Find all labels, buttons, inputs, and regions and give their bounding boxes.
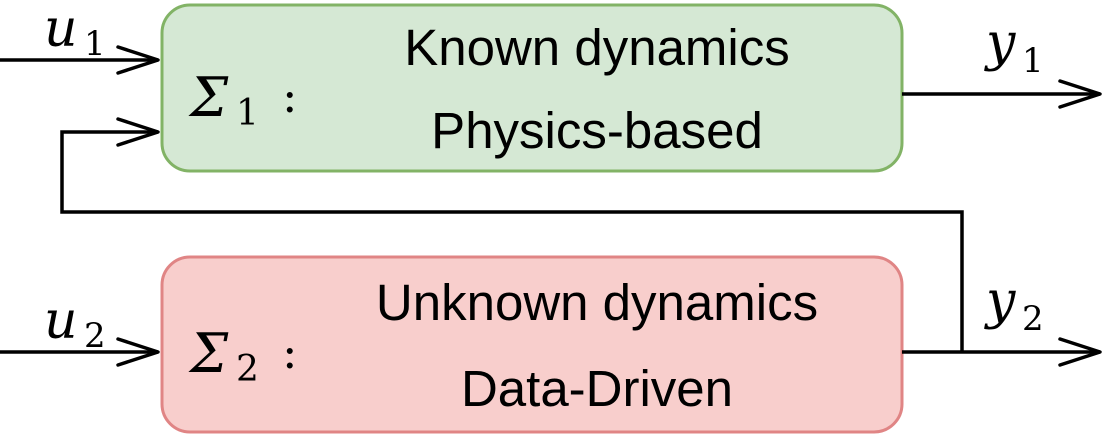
block-1-index: 1 [236, 93, 259, 134]
block-sigma-2: Σ 2 : Unknown dynamics Data-Driven [160, 255, 904, 434]
output-y2-label: y [984, 271, 1016, 331]
block-sigma-1: Σ 1 : Known dynamics Physics-based [160, 3, 904, 173]
output-y2: y 2 [902, 271, 1102, 367]
feedback-wire [60, 130, 964, 352]
block-1-line2: Physics-based [431, 102, 763, 159]
input-u1-subscript: 1 [84, 24, 106, 64]
block-1-symbol: Σ [188, 66, 229, 129]
block-2-colon: : [282, 325, 298, 379]
feedback-path [60, 117, 964, 352]
block-2-index: 2 [236, 349, 259, 390]
input-u2: u 2 [0, 291, 160, 367]
output-y1-label: y [984, 13, 1016, 73]
output-y1-arrowhead [1058, 79, 1102, 109]
output-y1-subscript: 1 [1022, 41, 1044, 81]
block-1-colon: : [282, 69, 298, 123]
block-1-line1: Known dynamics [404, 19, 790, 76]
input-u1-arrowhead [116, 45, 160, 75]
input-u1-label: u [44, 0, 78, 59]
block-2-line1: Unknown dynamics [376, 274, 818, 331]
output-y1: y 1 [902, 13, 1102, 109]
feedback-arrowhead [116, 117, 160, 147]
input-u1: u 1 [0, 0, 160, 75]
output-y2-subscript: 2 [1022, 299, 1044, 339]
input-u2-label: u [44, 291, 78, 351]
input-u2-arrowhead [116, 337, 160, 367]
block-1-box [160, 3, 904, 173]
block-2-line2: Data-Driven [461, 360, 733, 417]
block-2-box [160, 255, 904, 434]
input-u2-subscript: 2 [84, 316, 106, 356]
output-y2-arrowhead [1058, 337, 1102, 367]
block-2-symbol: Σ [188, 322, 229, 385]
